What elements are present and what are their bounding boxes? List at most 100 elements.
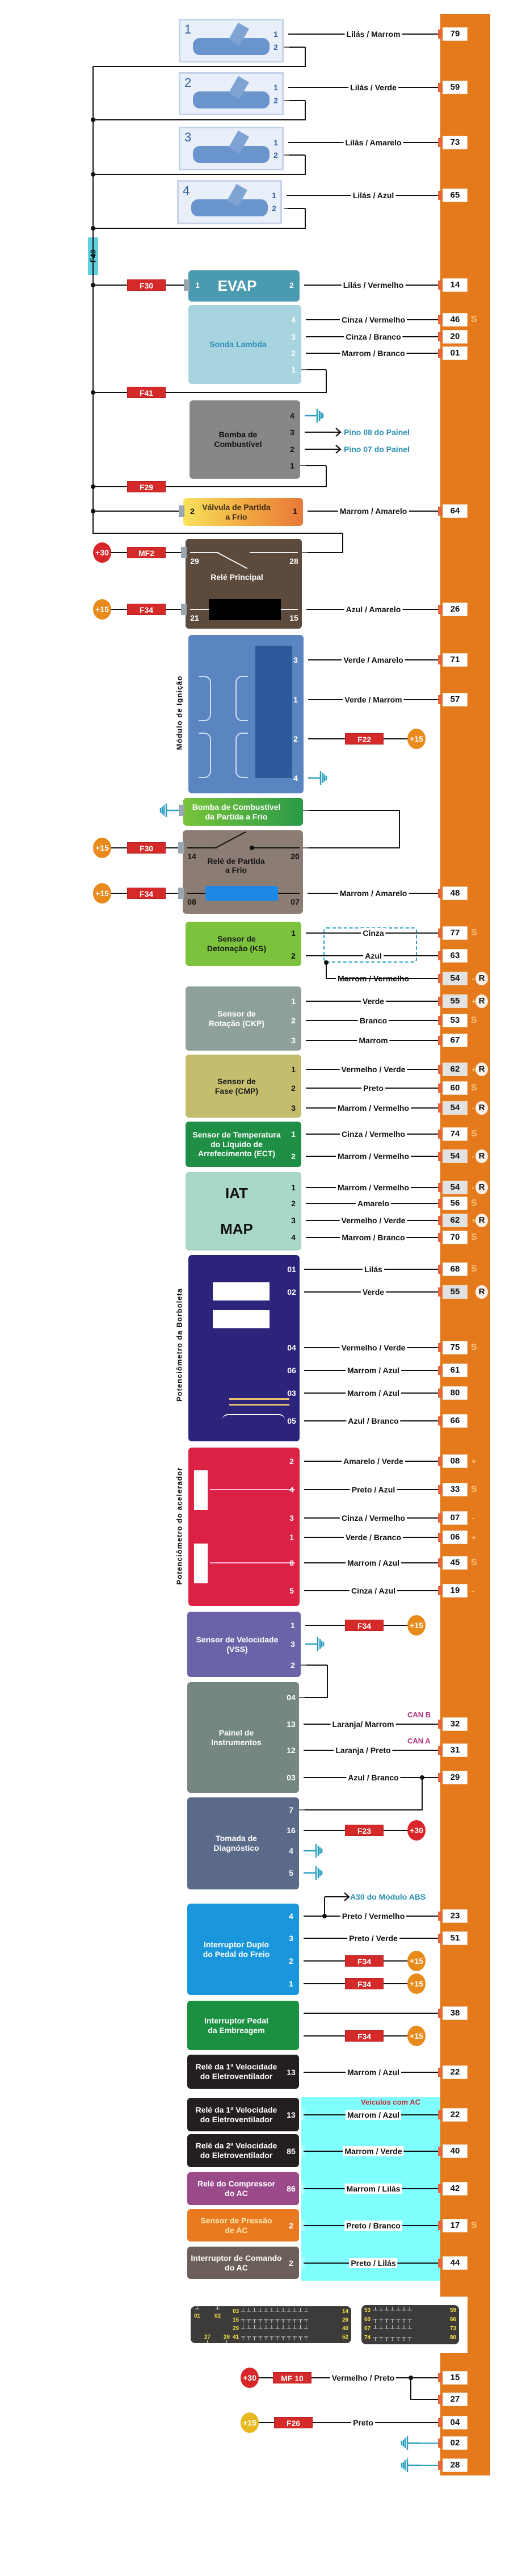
ecu-pin-17: 17	[443, 2219, 468, 2232]
pin-number: 1	[293, 695, 298, 704]
pin-number: 02	[287, 1287, 296, 1297]
wire-color-label: Lilás / Marrom	[344, 29, 402, 39]
wire-line	[422, 1778, 423, 1810]
power-source-plus15: +15	[93, 838, 111, 858]
component-title: Relé da 1ª Velocidade do Eletroventilado…	[195, 2062, 277, 2081]
ecu-pin-tab	[438, 1746, 442, 1755]
arrow-icon	[335, 428, 342, 437]
wire-line	[210, 1562, 295, 1563]
pin-number: 13	[287, 1720, 296, 1729]
component-title: Relé Principal	[211, 572, 263, 582]
wire-line	[420, 2465, 440, 2466]
pin-number: 4	[291, 1233, 296, 1242]
signal-mark: S	[471, 1129, 477, 1139]
contact-bar	[229, 1404, 289, 1406]
connector-pin-label: 40	[342, 2326, 349, 2332]
ecu-pin-77: 77	[443, 926, 468, 940]
wire-line	[250, 552, 298, 553]
ecu-pin-tab	[438, 281, 442, 290]
connector-pin-label: 67	[364, 2326, 371, 2332]
wire-line	[340, 978, 440, 979]
wire-line	[305, 449, 340, 450]
connector-terminal-row: ┴┴┴┴┴┴┴	[373, 2307, 414, 2314]
connector-pin-label: 14	[342, 2309, 349, 2315]
component-title: Relé do Compressor do AC	[197, 2179, 275, 2198]
ecu-pin-54: 54	[443, 1101, 468, 1115]
component-rele-1-velocidade	[187, 2055, 299, 2089]
fuse: MF 10	[273, 2372, 311, 2383]
pin-number: 6	[289, 1558, 294, 1567]
ecu-pin-54: 54	[443, 1181, 468, 1194]
pin-number: 2	[190, 507, 195, 516]
ecu-pin-tab	[438, 1389, 442, 1398]
pin-number: 2	[291, 1152, 296, 1161]
wire-color-label: Marrom / Azul	[345, 2067, 402, 2077]
connector-tab	[300, 1415, 305, 1427]
connector-tab	[301, 927, 307, 939]
ecu-pin-42: 42	[443, 2182, 468, 2196]
ecu-pin-tab	[438, 1036, 442, 1045]
wire-color-label: Marrom / Vermelho	[335, 1182, 411, 1193]
pin-number: 3	[291, 1216, 296, 1225]
connector-terminal-icon: ┴	[216, 2306, 220, 2312]
connector-tab	[302, 547, 308, 558]
ecu-pin-tab	[438, 2418, 442, 2427]
ecu-pin-tab	[438, 2259, 442, 2268]
pin-number: 1	[293, 507, 297, 516]
ecu-pin-01: 01	[443, 346, 468, 360]
junction-dot	[91, 172, 95, 177]
connector-pin-label: 73	[450, 2326, 457, 2332]
ecu-pin-tab	[438, 1513, 442, 1523]
ground-icon	[305, 409, 324, 423]
wire-color-label: Verde / Branco	[343, 1532, 403, 1542]
ecu-pin-tab	[438, 1586, 442, 1595]
connector-terminal-icon: ┴	[205, 2341, 210, 2347]
connector-tab	[300, 1484, 305, 1495]
connector-pin-label: 52	[342, 2334, 349, 2340]
wire-line	[326, 466, 327, 487]
wire-line	[92, 66, 94, 534]
pin-number: 2	[291, 1661, 295, 1670]
ecu-pin-tab	[438, 507, 442, 516]
fuse: F30	[127, 279, 166, 291]
ecu-pin-tab	[438, 1233, 442, 1242]
pin-number: 2	[289, 281, 294, 290]
wire-color-label: Preto / Lilás	[349, 2258, 398, 2268]
can-bus-label: CAN A	[407, 1737, 431, 1745]
wire-color-label: Cinza / Azul	[349, 1586, 398, 1596]
wire-line	[305, 432, 340, 433]
connector-tab	[301, 1232, 307, 1243]
connector-tab	[302, 604, 308, 615]
connector-tab	[301, 950, 307, 961]
connector-terminal-row: ┬┬┬┬┬┬┬	[373, 2335, 414, 2341]
pin-number: 2	[291, 1084, 296, 1093]
component-title: Sensor de Fase (CMP)	[214, 1076, 259, 1095]
ecu-connector-right	[361, 2305, 459, 2344]
reference-badge: R	[475, 1149, 488, 1163]
pin-number: 2	[289, 2221, 293, 2230]
connector-tab	[299, 2220, 305, 2231]
signal-mark: S	[471, 1083, 477, 1093]
connector-tab	[301, 1151, 307, 1162]
wire-color-label: Verde / Marrom	[343, 695, 404, 705]
reference-badge: R	[475, 1285, 488, 1299]
wire-line	[303, 847, 399, 848]
pin-number: 1	[291, 1130, 296, 1139]
component-title: Bomba de Combustível da Partida a Frio	[192, 802, 281, 821]
connector-tab	[299, 1718, 305, 1730]
component-interruptor-comando-ac	[187, 2247, 299, 2279]
ecu-pin-59: 59	[443, 81, 468, 94]
ground-icon	[305, 1637, 325, 1651]
connector-tab	[299, 2030, 305, 2042]
connector-tab	[178, 842, 184, 854]
pin-number: 2	[290, 445, 294, 454]
ecu-pin-68: 68	[443, 1262, 468, 1276]
ecu-pin-08: 08	[443, 1454, 468, 1468]
ecu-pin-74: 74	[443, 1127, 468, 1141]
ecu-pin-53: 53	[443, 1014, 468, 1027]
pin-number: 1	[289, 1533, 294, 1542]
ignition-module-label: Módulo de Ignição	[175, 675, 184, 750]
connector-terminal-row: ┴┴┴┴┴┴┴┴┴┴┴┴	[241, 2309, 310, 2315]
component-title: Bomba de Combustível	[214, 430, 262, 449]
connector-tab	[284, 137, 289, 148]
